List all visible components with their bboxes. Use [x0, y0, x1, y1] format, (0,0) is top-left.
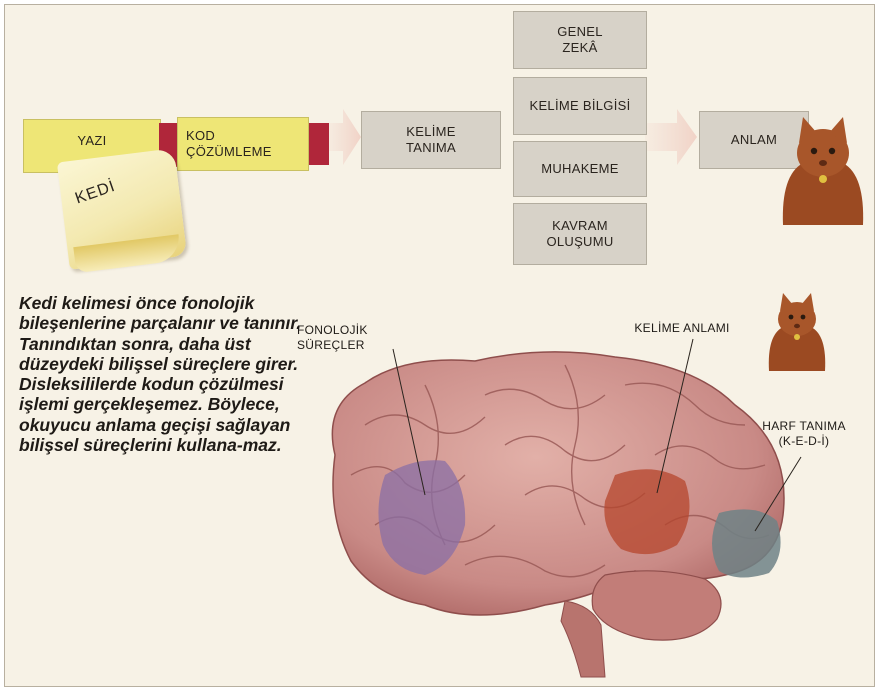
fonolojik-label: FONOLOJİK SÜREÇLER: [297, 323, 407, 353]
kelime-anlami-label: KELİME ANLAMI: [617, 321, 747, 336]
brain-illustration: [5, 5, 875, 687]
harf-tanima-label: HARF TANIMA (K-E-D-İ): [745, 419, 863, 449]
figure-frame: YAZI KOD ÇÖZÜMLEME KEDİ KELİME TANIMA GE…: [4, 4, 875, 687]
brain-cerebellum: [592, 571, 721, 640]
kelime-anlami-region: [604, 469, 689, 554]
harf-tanima-region: [712, 509, 781, 577]
